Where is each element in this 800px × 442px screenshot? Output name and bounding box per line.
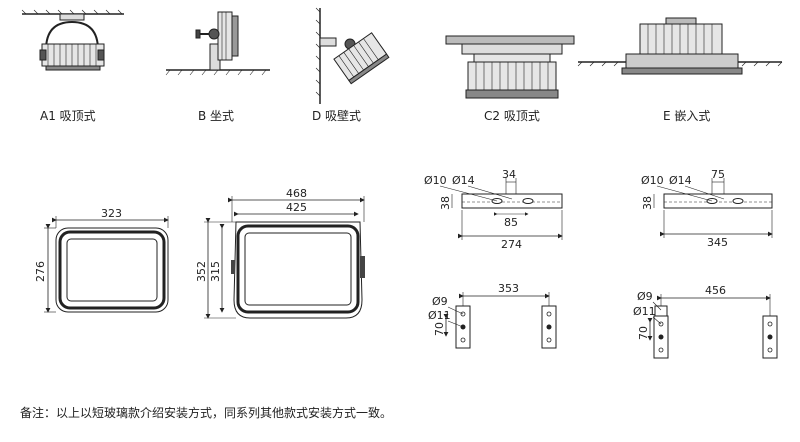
u-large-height-dim: 70 <box>637 326 650 340</box>
e-d1-label: Ø10 <box>641 174 664 187</box>
e-d2-label: Ø14 <box>669 174 692 187</box>
c2-d1-label: Ø10 <box>424 174 447 187</box>
c2-length-dim: 274 <box>501 238 522 251</box>
a1-ceiling-mount-drawing <box>21 9 124 71</box>
large-outer-width-dim: 468 <box>286 187 307 200</box>
c2-hole-span-dim: 85 <box>504 216 518 229</box>
label-d: D 吸壁式 <box>312 108 361 123</box>
bracket-c2: Ø10 Ø14 34 85 38 274 <box>424 168 563 251</box>
label-a1: A1 吸顶式 <box>40 109 96 123</box>
e-recessed-mount-drawing <box>577 17 783 75</box>
c2-d2-label: Ø14 <box>452 174 475 187</box>
u-small-d1-label: Ø9 <box>432 295 448 308</box>
u-bracket-large: 456 Ø9 Ø11 70 <box>633 284 778 359</box>
bracket-e: Ø10 Ø14 75 38 345 <box>641 168 773 249</box>
u-small-width-dim: 353 <box>498 282 519 295</box>
label-b: B 坐式 <box>198 109 234 123</box>
u-large-d2-label: Ø11 <box>633 305 656 318</box>
label-c2: C2 吸顶式 <box>484 109 540 123</box>
e-height-dim: 38 <box>641 196 654 210</box>
u-small-height-dim: 70 <box>433 322 446 336</box>
large-height-outer-dim: 352 <box>195 261 208 282</box>
large-height-inner-dim: 315 <box>209 261 222 282</box>
e-length-dim: 345 <box>707 236 728 249</box>
u-bracket-small: 353 Ø9 Ø11 70 <box>428 282 557 349</box>
c2-hole-gap-dim: 34 <box>502 168 516 181</box>
large-inner-width-dim: 425 <box>286 201 307 214</box>
small-width-dim: 323 <box>101 207 122 220</box>
footer-note: 备注：以上以短玻璃款介绍安装方式，同系列其他款式安装方式一致。 <box>20 406 393 420</box>
c2-ceiling-mount-drawing <box>445 35 575 99</box>
u-large-width-dim: 456 <box>705 284 726 297</box>
c2-height-dim: 38 <box>439 196 452 210</box>
u-large-d1-label: Ø9 <box>637 290 653 303</box>
small-height-dim: 276 <box>34 261 47 282</box>
b-seat-mount-drawing <box>165 11 270 76</box>
d-wall-mount-drawing <box>315 7 390 104</box>
label-e: E 嵌入式 <box>663 109 710 123</box>
front-view-large: 468 425 352 315 <box>195 187 365 319</box>
e-hole-gap-dim: 75 <box>711 168 725 181</box>
u-small-d2-label: Ø11 <box>428 309 451 322</box>
front-view-small: 323 276 <box>34 207 169 313</box>
